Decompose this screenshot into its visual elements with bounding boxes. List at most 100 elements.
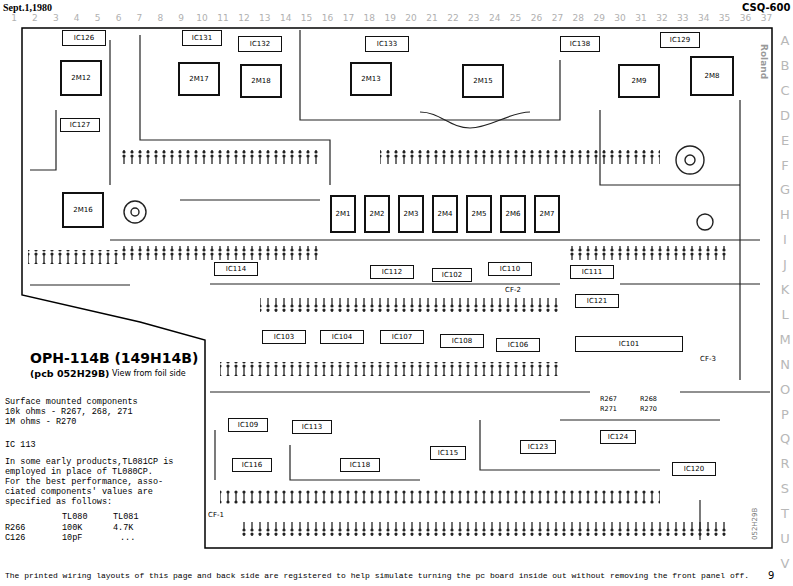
ic-package: IC107 — [380, 330, 424, 344]
grid-column: 22 — [443, 14, 463, 24]
part-label: IC103 — [274, 334, 294, 341]
grid-column: 36 — [736, 14, 756, 24]
grid-column: 8 — [150, 14, 170, 24]
watermark: Roland — [758, 44, 768, 79]
pcb-code: 052H29B — [752, 508, 760, 540]
grid-row: U — [779, 532, 791, 546]
ic-package: IC118 — [340, 458, 380, 472]
ic-package: IC108 — [440, 334, 484, 348]
grid-row: G — [779, 183, 791, 197]
ic-package: IC116 — [232, 458, 272, 472]
ic-package: IC112 — [370, 265, 414, 279]
ic-package: IC126 — [62, 30, 106, 46]
part-label: 2M8 — [705, 73, 720, 80]
part-label: IC106 — [508, 342, 528, 349]
resistor-label: R271 — [600, 406, 617, 413]
grid-column: 3 — [46, 14, 66, 24]
grid-row: B — [779, 59, 791, 73]
note-line: ciated components' values are — [5, 488, 153, 497]
part-label: IC113 — [302, 424, 322, 431]
part-label: IC129 — [670, 37, 690, 44]
ic-package: IC109 — [228, 418, 268, 432]
part-label: IC114 — [226, 266, 246, 273]
ic-package: IC138 — [560, 36, 600, 52]
grid-column: 9 — [171, 14, 191, 24]
part-label: IC107 — [392, 334, 412, 341]
part-label: IC112 — [382, 269, 402, 276]
grid-column: 10 — [192, 14, 212, 24]
part-label: 2M7 — [540, 211, 555, 218]
switch-module: 2M4 — [432, 195, 458, 233]
ic-package: IC111 — [570, 265, 614, 279]
ic-package: IC133 — [365, 36, 409, 52]
grid-column: 20 — [401, 14, 421, 24]
part-label: IC127 — [70, 122, 90, 129]
date: Sept.1,1980 — [3, 2, 52, 13]
part-label: IC110 — [500, 266, 520, 273]
ic-package: IC103 — [262, 330, 306, 344]
switch-module: 2M2 — [364, 195, 390, 233]
grid-column: 11 — [213, 14, 233, 24]
ic-package: IC114 — [214, 262, 258, 276]
part-label: IC101 — [619, 341, 639, 348]
grid-row: Q — [779, 432, 791, 446]
switch-module: 2M15 — [462, 64, 504, 98]
part-label: 2M12 — [71, 75, 90, 82]
grid-row: R — [779, 457, 791, 471]
part-label: 2M15 — [473, 78, 492, 85]
grid-row: M — [779, 333, 791, 347]
part-label: 2M18 — [251, 78, 270, 85]
resistor-label: R267 — [600, 396, 617, 403]
grid-row: N — [779, 358, 791, 372]
note-line: 10k ohms - R267, 268, 271 — [5, 408, 133, 417]
table-cell: TL081 — [113, 513, 139, 522]
footer-note: The printed wiring layouts of this page … — [5, 572, 749, 581]
part-label: 2M3 — [404, 211, 419, 218]
grid-column: 28 — [568, 14, 588, 24]
grid-column: 17 — [338, 14, 358, 24]
grid-column: 32 — [652, 14, 672, 24]
part-label: 2M2 — [370, 211, 385, 218]
ic-package: IC101 — [575, 336, 683, 352]
part-label: IC115 — [438, 450, 458, 457]
switch-module: 2M5 — [466, 195, 492, 233]
part-label: 2M9 — [632, 78, 647, 85]
grid-column: 30 — [610, 14, 630, 24]
note-line: employed in place of TL080CP. — [5, 468, 153, 477]
note-heading: IC 113 — [5, 441, 36, 450]
part-label: IC116 — [242, 462, 262, 469]
switch-module: 2M18 — [240, 64, 282, 98]
test-point: CF-2 — [505, 287, 521, 295]
grid-column: 35 — [715, 14, 735, 24]
switch-module: 2M13 — [350, 62, 392, 96]
ic-package: IC106 — [496, 338, 540, 352]
grid-column: 16 — [318, 14, 338, 24]
grid-column: 13 — [255, 14, 275, 24]
grid-column: 27 — [547, 14, 567, 24]
grid-column: 18 — [359, 14, 379, 24]
ic-package: IC123 — [520, 440, 556, 454]
note-line: Surface mounted components — [5, 398, 138, 407]
part-label: 2M13 — [361, 76, 380, 83]
part-label: IC123 — [528, 444, 548, 451]
part-label: IC132 — [250, 41, 270, 48]
table-cell: 10pF — [62, 534, 82, 543]
note-line: 1M ohms - R270 — [5, 418, 76, 427]
switch-module: 2M8 — [690, 56, 734, 96]
part-label: IC124 — [608, 434, 628, 441]
note-line: For the best performance, asso- — [5, 478, 163, 487]
resistor-label: R270 — [640, 406, 657, 413]
part-label: IC121 — [587, 298, 607, 305]
grid-column: 21 — [422, 14, 442, 24]
switch-module: 2M17 — [178, 62, 220, 96]
part-label: 2M5 — [472, 211, 487, 218]
ic-package: IC120 — [672, 462, 716, 476]
ic-package: IC127 — [60, 118, 100, 132]
grid-column: 25 — [506, 14, 526, 24]
grid-column: 15 — [297, 14, 317, 24]
grid-column: 5 — [88, 14, 108, 24]
part-label: IC102 — [442, 272, 462, 279]
table-cell: C126 — [5, 534, 25, 543]
grid-column: 37 — [756, 14, 776, 24]
